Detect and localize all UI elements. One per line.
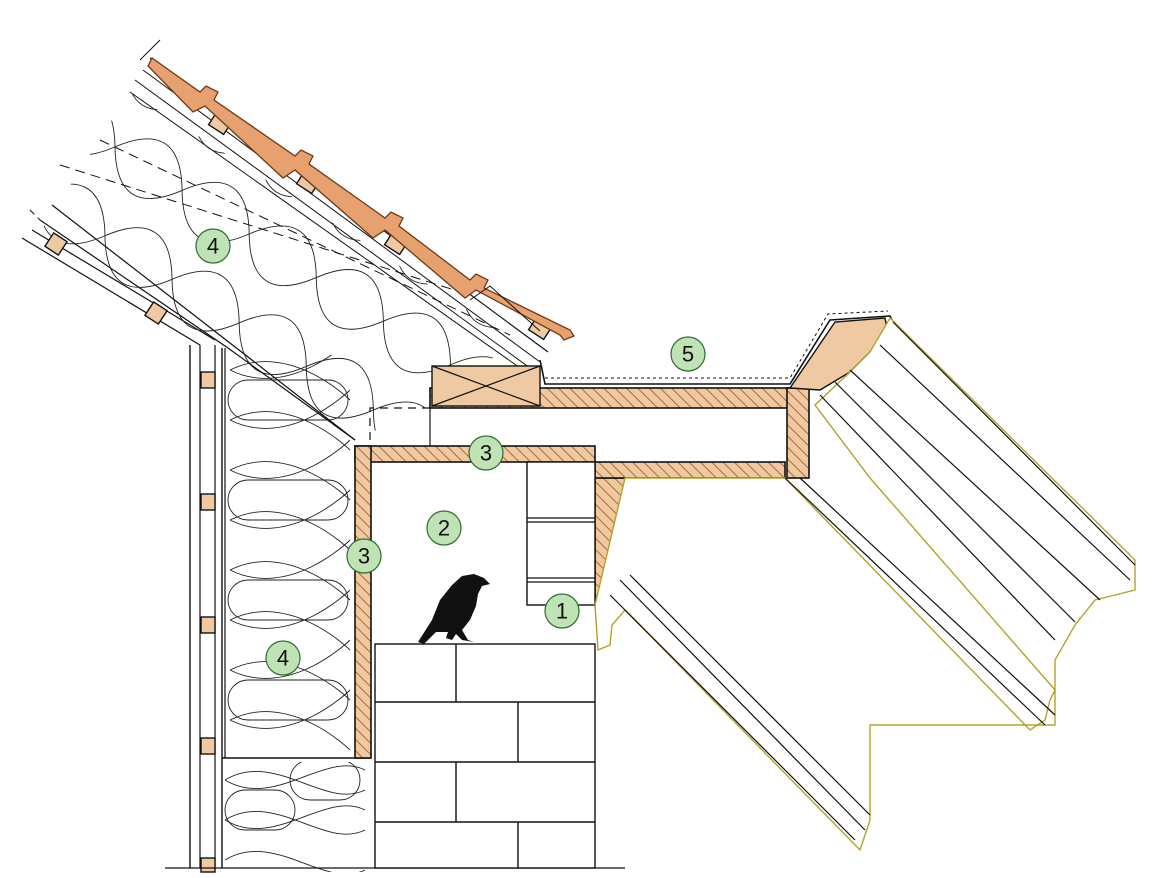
callout-3-top: 3 [468, 435, 504, 471]
callout-5-label: 5 [682, 342, 694, 367]
gutter-flashing [539, 310, 894, 391]
bird-silhouette-icon [418, 574, 490, 644]
cornice-mouldings [594, 316, 1136, 852]
callout-5: 5 [670, 336, 706, 372]
roof-tiles [147, 57, 575, 341]
wall-plate [431, 365, 541, 407]
callout-4-roof: 4 [195, 228, 231, 264]
brick-wall [374, 461, 596, 869]
callout-4-wall: 4 [265, 640, 301, 676]
callout-3-top-label: 3 [480, 441, 492, 466]
callout-4-wall-label: 4 [277, 646, 289, 671]
callout-1: 1 [544, 593, 580, 629]
callout-3-side: 3 [346, 538, 382, 574]
wall-insulation [227, 355, 351, 751]
callout-4-roof-label: 4 [207, 234, 219, 259]
callout-3-side-label: 3 [358, 544, 370, 569]
callout-2-label: 2 [438, 516, 450, 541]
callout-1-label: 1 [556, 599, 568, 624]
lower-wall-insulation [224, 762, 366, 872]
callout-2: 2 [426, 510, 462, 546]
